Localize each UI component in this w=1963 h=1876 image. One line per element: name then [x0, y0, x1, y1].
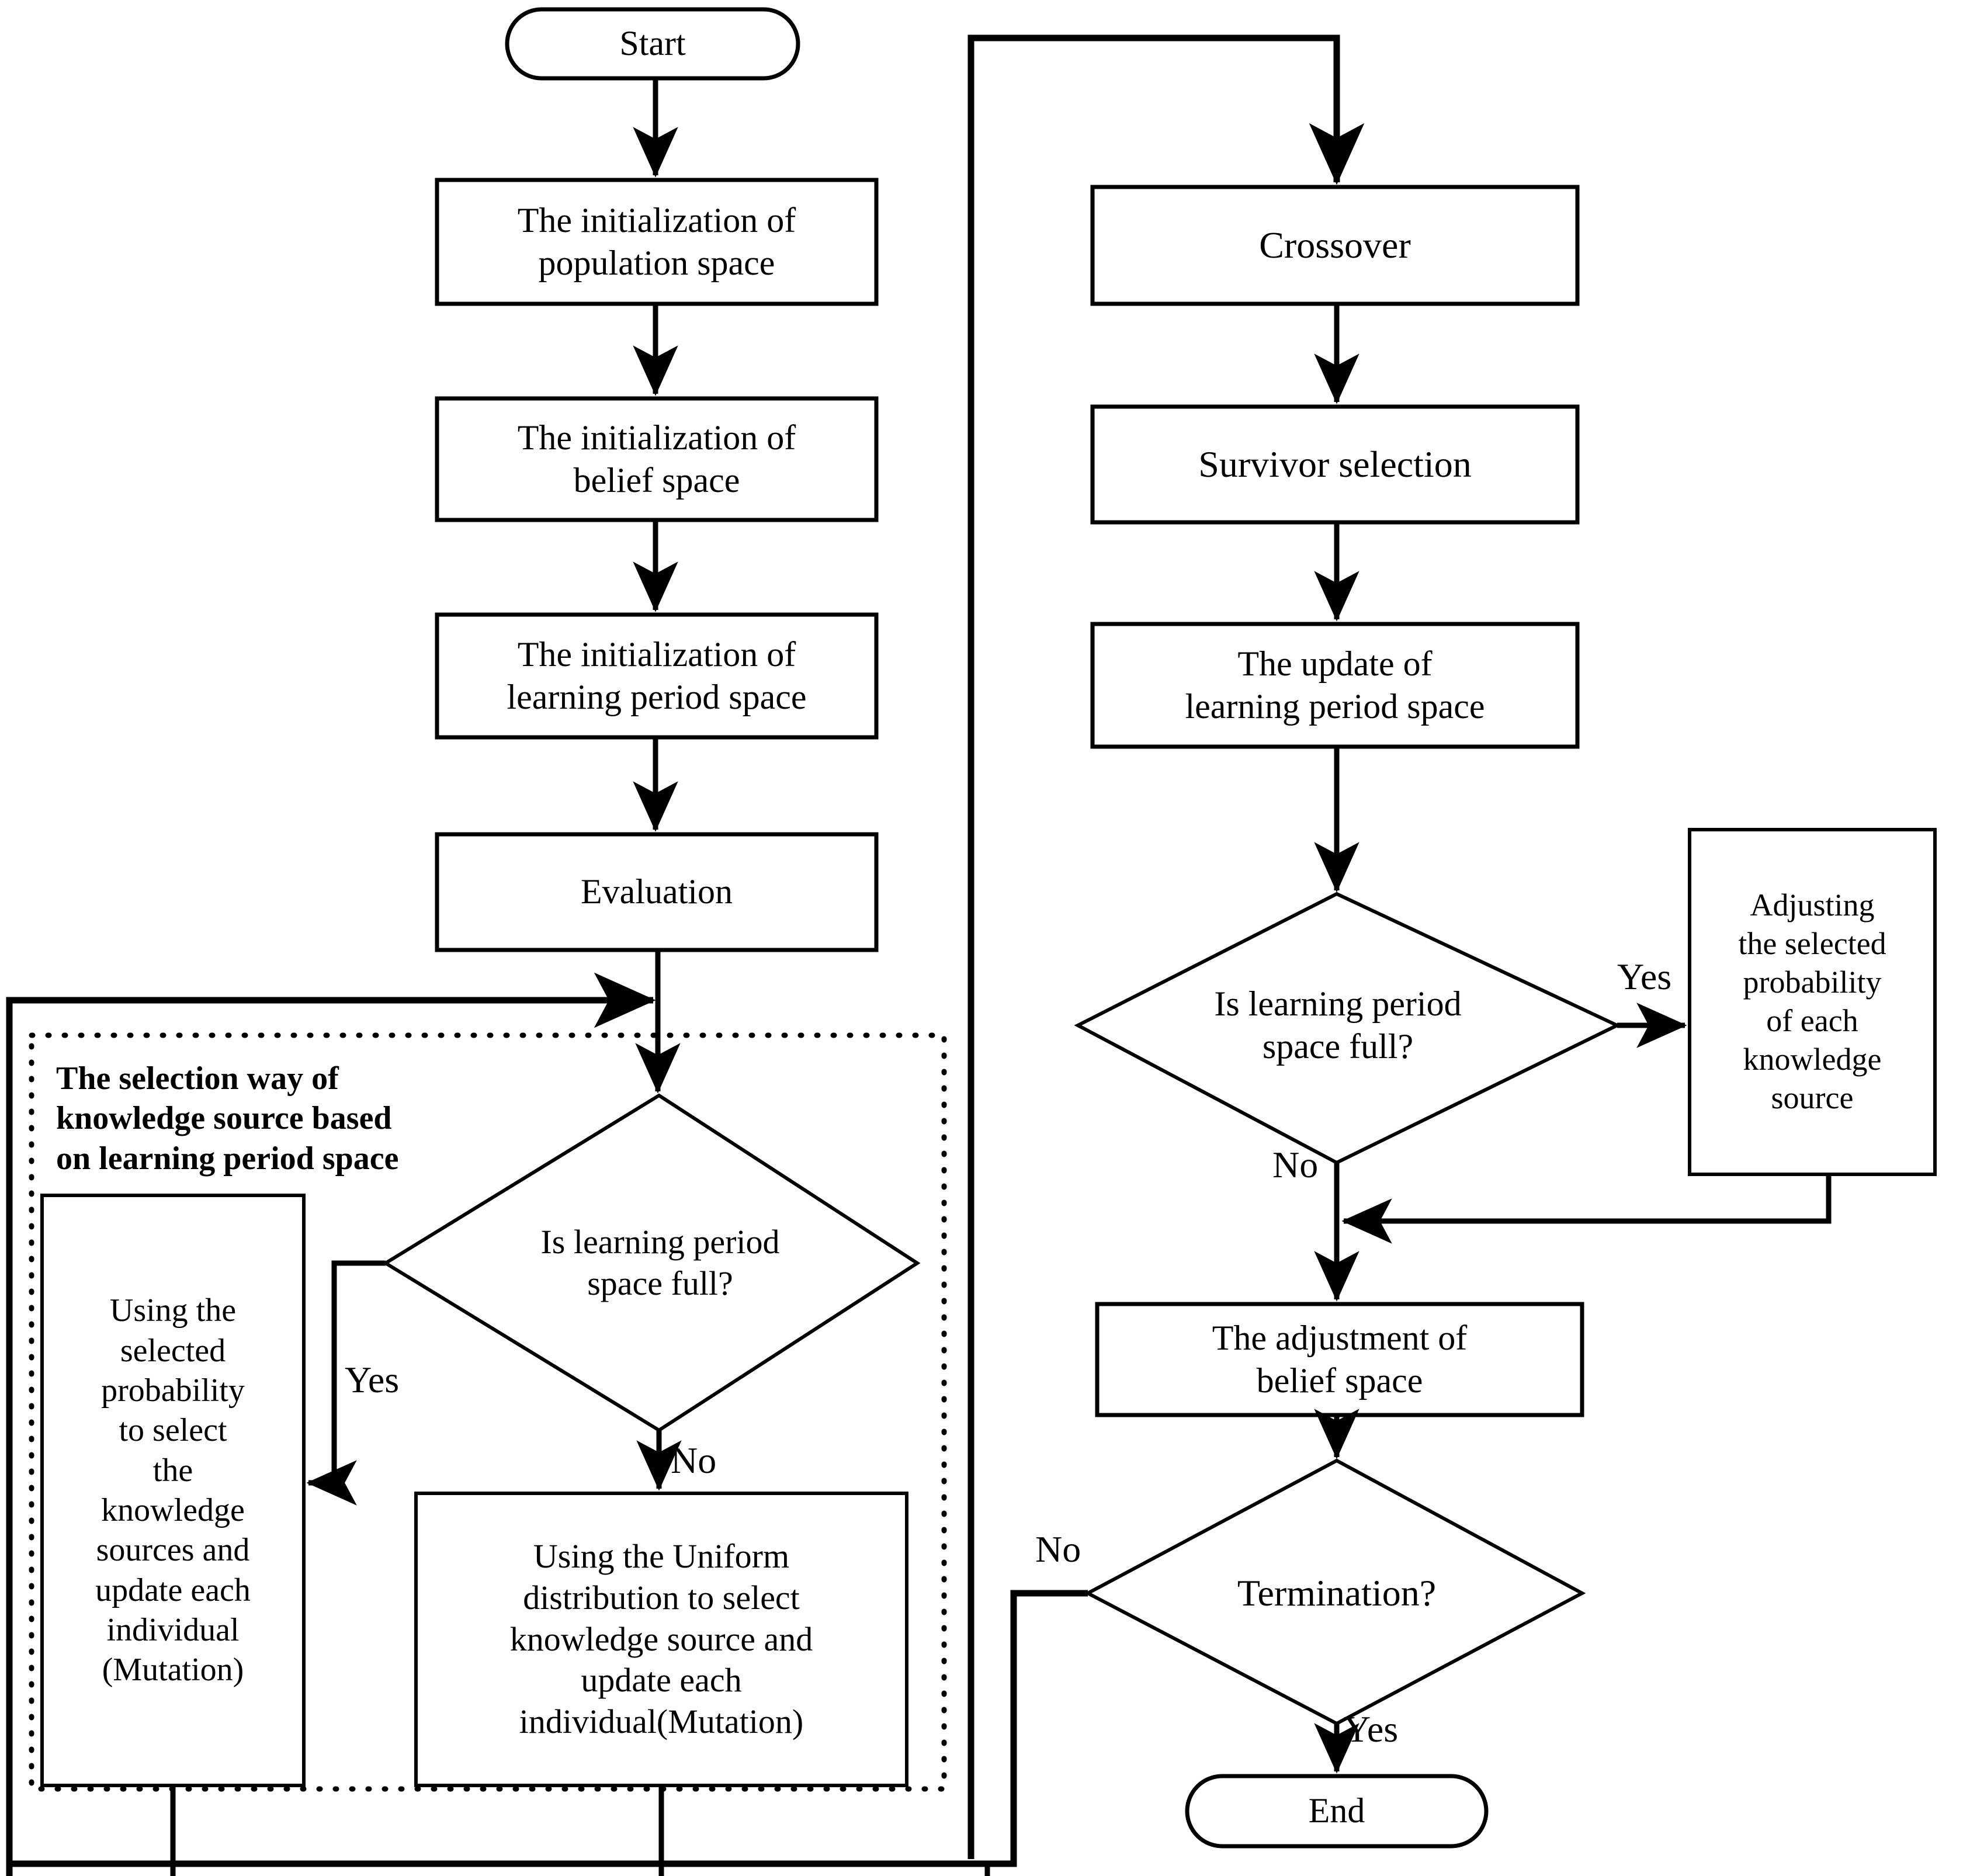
node-termination-shape — [1084, 1458, 1586, 1726]
node-init-belief-shape — [435, 396, 879, 522]
edge-decision-left-yes-to-selected-probability — [331, 1260, 386, 1483]
node-evaluation-shape — [435, 832, 879, 952]
node-selected-probability-shape — [40, 1194, 306, 1787]
node-crossover-shape — [1090, 185, 1580, 306]
edge-termination-no-loop — [9, 1590, 1088, 1867]
edge-top-return-to-crossover — [967, 34, 1365, 1859]
selection-group-dashed-box — [29, 1032, 947, 1792]
edge-label-termination-yes: Yes — [1344, 1708, 1399, 1750]
node-decision-left-shape — [382, 1093, 921, 1433]
edge-label-right-no: No — [1272, 1144, 1319, 1185]
node-update-learning-shape — [1090, 622, 1580, 749]
edge-label-left-yes: Yes — [345, 1359, 400, 1400]
edge-label-termination-no: No — [1035, 1528, 1081, 1570]
node-start-shape — [505, 7, 800, 81]
node-init-population-shape — [435, 178, 879, 306]
node-adjustment-belief-shape — [1095, 1302, 1584, 1417]
node-init-learning-shape — [435, 612, 879, 740]
node-survivor-selection-shape — [1090, 404, 1580, 525]
edge-outer-left-bus — [6, 972, 656, 1876]
node-adjusting-probability-shape — [1688, 828, 1937, 1176]
edge-adjusting-probability-return — [1341, 1174, 1832, 1244]
edge-label-right-yes: Yes — [1617, 956, 1672, 997]
node-decision-right-shape — [1074, 892, 1621, 1165]
node-end-shape — [1185, 1774, 1489, 1849]
node-uniform-distribution-shape — [414, 1492, 908, 1787]
edge-label-left-no: No — [671, 1440, 717, 1481]
